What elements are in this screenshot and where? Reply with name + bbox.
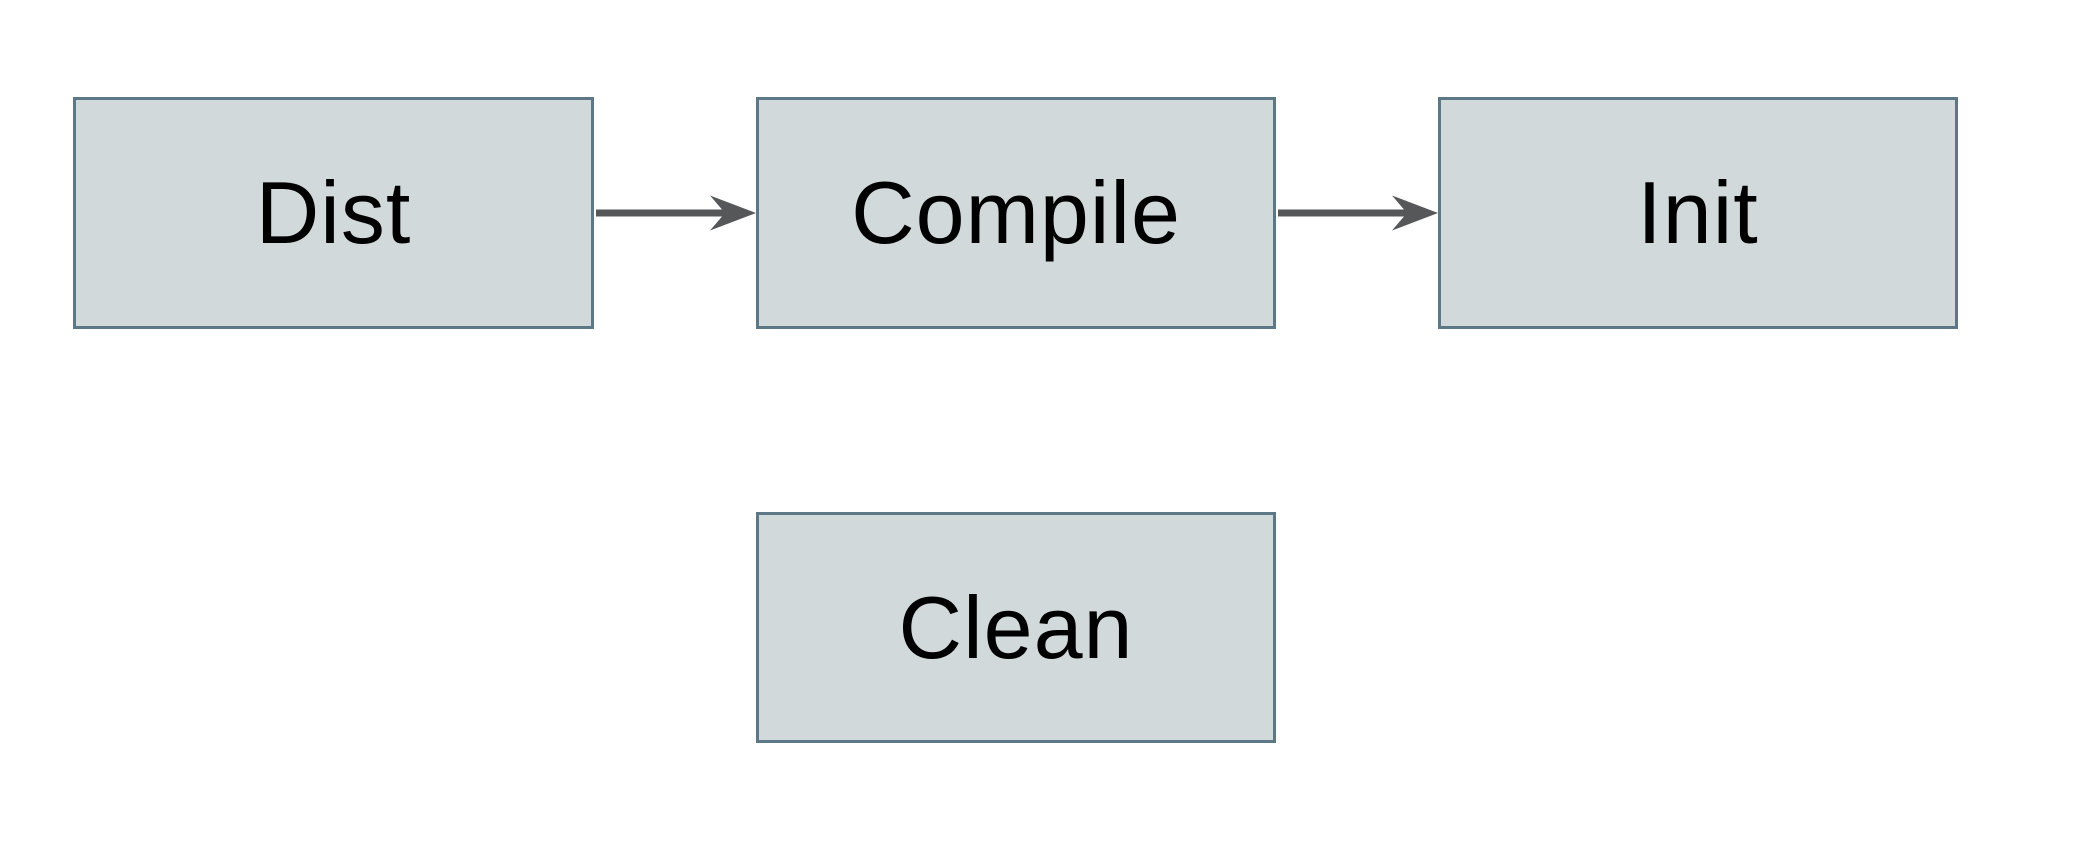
- node-init-label: Init: [1637, 163, 1759, 262]
- node-clean-label: Clean: [898, 577, 1134, 677]
- arrow-dist-to-compile[interactable]: [596, 195, 756, 231]
- arrow-compile-to-init[interactable]: [1278, 195, 1438, 231]
- node-init[interactable]: Init: [1438, 97, 1958, 329]
- node-compile[interactable]: Compile: [756, 97, 1276, 329]
- arrowhead-icon: [710, 195, 756, 231]
- node-dist-label: Dist: [255, 163, 412, 262]
- arrowhead-icon: [1392, 195, 1438, 231]
- node-compile-label: Compile: [851, 163, 1181, 262]
- node-dist[interactable]: Dist: [73, 97, 594, 329]
- node-clean[interactable]: Clean: [756, 512, 1276, 743]
